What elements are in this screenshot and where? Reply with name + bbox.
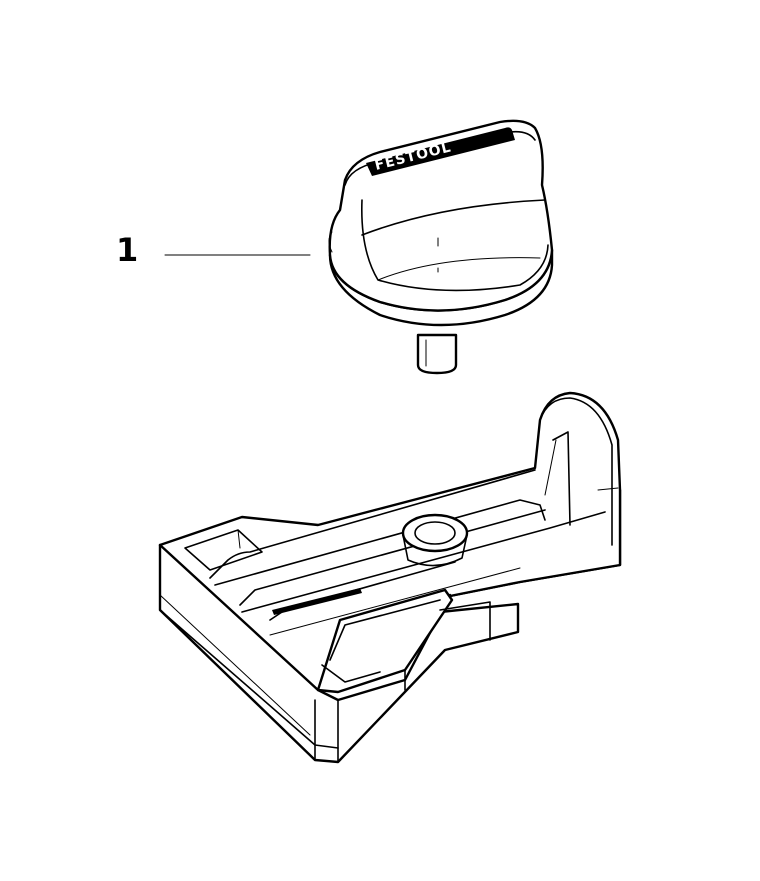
- knob-shaft: [416, 333, 458, 375]
- holder-center-hub: [401, 513, 469, 567]
- holder-front-wedge: [316, 588, 454, 694]
- holder-left-recess: [184, 529, 263, 571]
- callout-number-1: 1: [116, 231, 139, 269]
- knob-part: FESTOOL: [328, 119, 554, 375]
- holder-slot: [272, 588, 362, 615]
- holder-base-part: [158, 391, 622, 764]
- knob-brand-band: [366, 127, 515, 176]
- holder-upright-wall: [539, 397, 613, 546]
